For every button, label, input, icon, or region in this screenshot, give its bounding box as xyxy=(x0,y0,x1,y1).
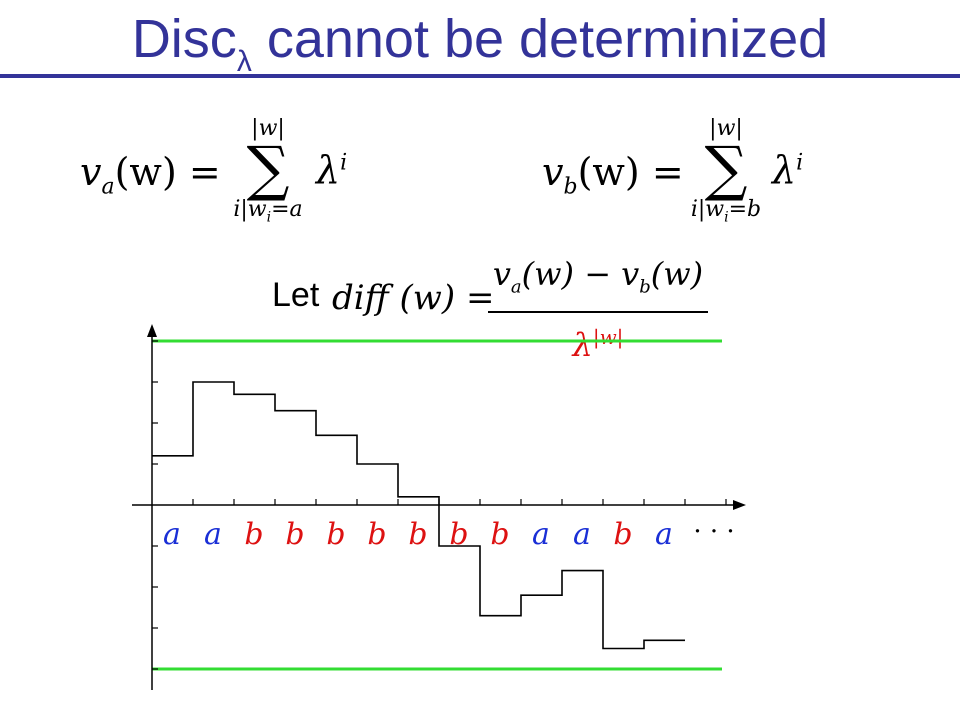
diff-fraction: va(w) − vb(w) λ|w| xyxy=(488,252,708,365)
word-letter: b xyxy=(613,517,632,552)
y-axis-arrow-icon xyxy=(147,324,157,337)
sigma-icon: ∑ xyxy=(246,134,290,204)
formula-vb-sum: |w| ∑ i|wi=b xyxy=(676,116,776,225)
x-axis-arrow-icon xyxy=(733,500,746,510)
fraction-bar xyxy=(488,311,708,314)
word-letter: a xyxy=(163,517,181,552)
word-letter: b xyxy=(449,517,468,552)
diff-lhs: diff (w) = xyxy=(332,278,495,318)
diff-step-line xyxy=(152,381,685,650)
word-letter: a xyxy=(204,517,222,552)
let-label: Let xyxy=(272,276,320,314)
sum-lower-limit: i|wi=b xyxy=(690,197,762,226)
formula-va-lambda: λi xyxy=(316,148,348,192)
formula-vb-lhs: vb(w) = xyxy=(542,150,684,200)
formula-va-sum: |w| ∑ i|wi=a xyxy=(218,116,318,225)
word-letter: a xyxy=(532,517,550,552)
word-letter: b xyxy=(408,517,427,552)
sum-upper-limit: |w| xyxy=(709,116,743,141)
title-main: Disc xyxy=(131,9,237,69)
formula-va-lhs: va(w) = xyxy=(80,150,221,200)
title-underline xyxy=(0,74,960,78)
word-letter: a xyxy=(655,517,673,552)
word-letter: b xyxy=(326,517,345,552)
slide-title: Discλ cannot be determinized xyxy=(0,4,960,97)
fraction-numerator: va(w) − vb(w) xyxy=(492,255,704,298)
letters-ellipsis: · · · xyxy=(693,517,734,547)
fraction-denominator: λ|w| xyxy=(572,325,624,365)
formula-vb-lambda: λi xyxy=(772,148,804,192)
word-letter: b xyxy=(367,517,386,552)
word-letter: b xyxy=(490,517,509,552)
word-letter: b xyxy=(244,517,263,552)
sum-lower-limit: i|wi=a xyxy=(233,197,303,226)
sum-upper-limit: |w| xyxy=(251,116,285,141)
word-letter: b xyxy=(285,517,304,552)
word-letter: a xyxy=(573,517,591,552)
title-subscript: λ xyxy=(236,45,252,78)
sigma-icon: ∑ xyxy=(704,134,748,204)
title-rest: cannot be determinized xyxy=(251,9,829,69)
